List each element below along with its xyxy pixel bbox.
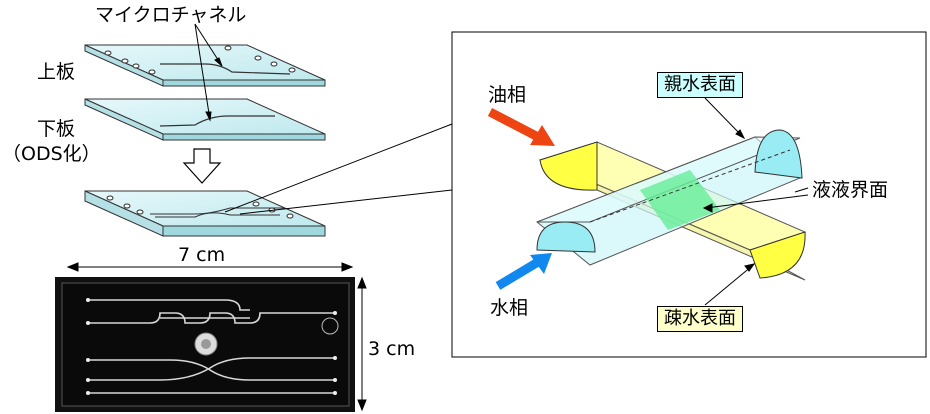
lower-plate [84,98,326,141]
channel-3d [536,129,807,281]
oil-phase-label: 油相 [488,84,527,106]
water-phase-label: 水相 [490,297,529,319]
leader-lines [702,97,809,306]
microchannel-pointers [194,23,223,122]
hydrophobic-surface-label: 疎水表面 [657,306,743,332]
ods-label: （ODS化） [2,143,101,165]
bonded-chip [84,190,326,237]
lower-plate-label: 下板 [37,118,76,140]
height-label: 3 cm [368,338,416,360]
microchannel-label: マイクロチャネル [95,4,247,26]
zoom-callout [224,123,453,215]
oil-phase-arrow-icon [487,108,555,146]
upper-plate-label: 上板 [37,61,76,83]
height-dimension [357,276,367,412]
upper-plate [84,44,326,87]
liquid-interface-label: 液液界面 [812,179,889,201]
liquid-liquid-interface [640,170,720,230]
hydrophilic-surface-label: 親水表面 [657,72,743,98]
width-label: 7 cm [178,244,226,266]
down-arrow-icon [182,148,222,184]
water-phase-arrow-icon [495,253,552,290]
chip-photo [55,277,355,412]
width-dimension [66,262,354,272]
